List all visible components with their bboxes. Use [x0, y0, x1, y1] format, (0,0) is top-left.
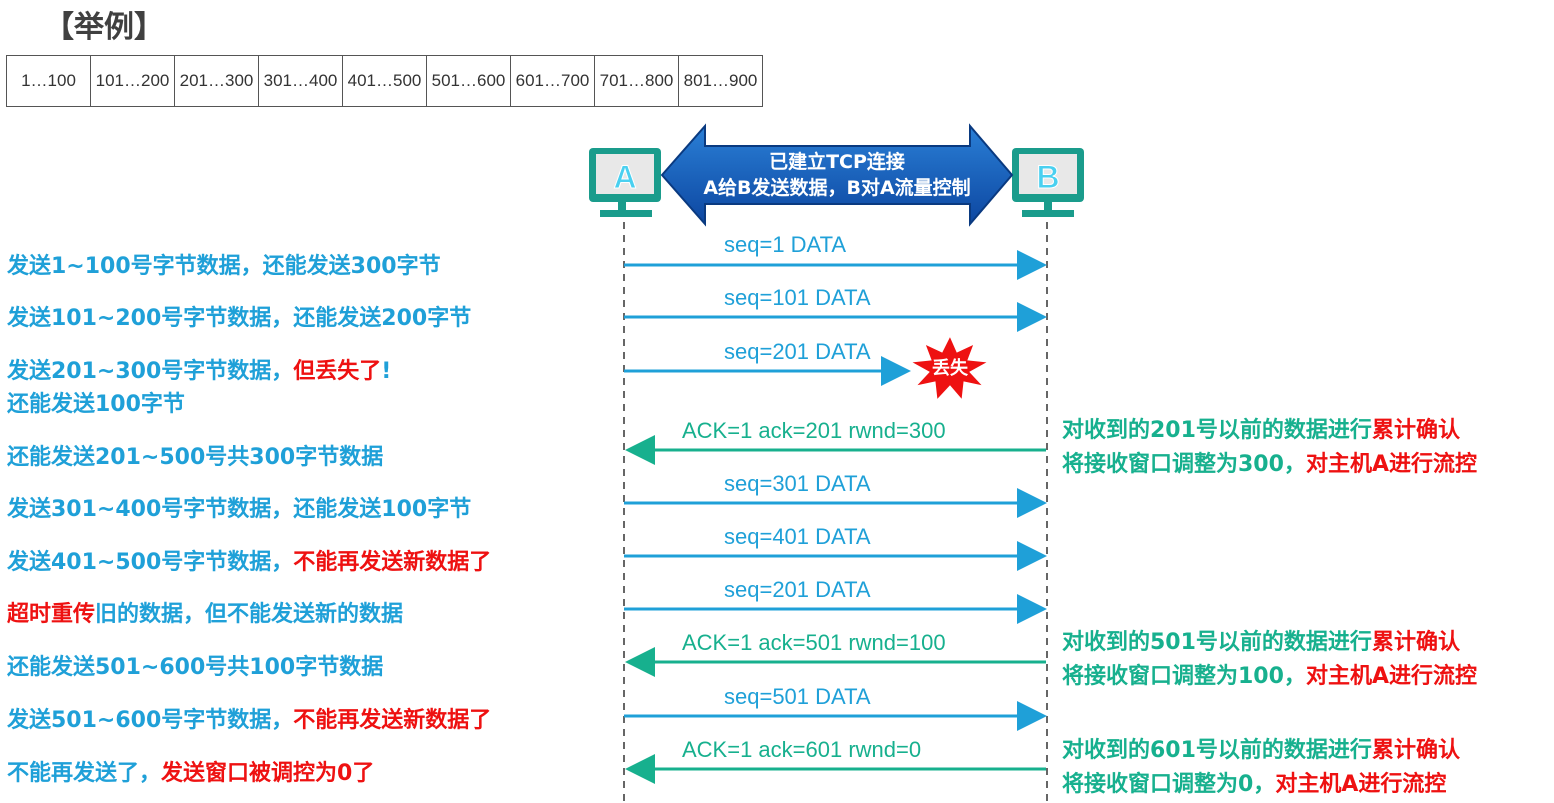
host-a-label: A	[613, 159, 636, 195]
left-note-6: 发送301~400号字节数据，还能发送100字节	[7, 491, 471, 523]
note-highlight: 累计确认	[1371, 738, 1460, 763]
byte-cell: 1…100	[7, 56, 91, 106]
note-highlight: 不能再发送新数据了	[293, 708, 492, 733]
msg-label-4: seq=301 DATA	[724, 471, 871, 496]
connection-line1: 已建立TCP连接	[769, 150, 905, 173]
note-highlight: 对主机A进行流控	[1305, 664, 1477, 689]
left-note-2: 发送101~200号字节数据，还能发送200字节	[7, 300, 471, 332]
left-note-8: 超时重传旧的数据，但不能发送新的数据	[7, 596, 403, 628]
note-text: 发送301~400号字节数据，还能发送100字节	[7, 497, 472, 522]
ack-label-2: ACK=1 ack=501 rwnd=100	[682, 630, 946, 655]
msg-label-6: seq=201 DATA	[724, 577, 871, 602]
msg-label-1: seq=1 DATA	[724, 232, 847, 257]
note-text: 还能发送100字节	[7, 392, 185, 417]
note-highlight: 累计确认	[1371, 630, 1460, 655]
ack-label-1: ACK=1 ack=201 rwnd=300	[682, 418, 946, 443]
byte-cell: 201…300	[175, 56, 259, 106]
byte-cell: 801…900	[683, 71, 758, 90]
left-note-7: 发送401~500号字节数据，不能再发送新数据了	[7, 544, 491, 576]
page-title: 【举例】	[44, 10, 164, 45]
note-text: 对收到的201号以前的数据进行	[1062, 418, 1372, 443]
note-highlight: 但丢失了	[293, 359, 382, 384]
note-text: 发送501~600号字节数据，	[7, 708, 294, 733]
note-highlight: 累计确认	[1371, 418, 1460, 443]
ack-label-3: ACK=1 ack=601 rwnd=0	[682, 737, 922, 762]
host-a-computer-icon: A	[589, 148, 661, 217]
byte-cell: 301…400	[259, 56, 343, 106]
note-text: 发送101~200号字节数据，还能发送200字节	[7, 306, 472, 331]
byte-cell: 101…200	[91, 56, 175, 106]
note-text: 发送1~100号字节数据，还能发送300字节	[7, 254, 441, 279]
note-text: 不能再发送了，	[7, 761, 162, 786]
note-highlight: 超时重传	[7, 602, 96, 627]
note-text: 发送401~500号字节数据，	[7, 550, 294, 575]
note-highlight: 对主机A进行流控	[1305, 452, 1477, 477]
note-text: 对收到的601号以前的数据进行	[1062, 738, 1372, 763]
lost-label: 丢失	[932, 357, 969, 379]
note-text: !	[381, 359, 392, 384]
right-note-2: 对收到的501号以前的数据进行累计确认 将接收窗口调整为100，对主机A进行流控	[1062, 626, 1477, 694]
note-text: 将接收窗口调整为100，	[1062, 664, 1306, 689]
left-note-5: 还能发送201~500号共300字节数据	[7, 439, 383, 471]
msg-label-5: seq=401 DATA	[724, 524, 871, 549]
byte-cell: 401…500	[343, 56, 427, 106]
left-note-10: 发送501~600号字节数据，不能再发送新数据了	[7, 702, 491, 734]
msg-label-2: seq=101 DATA	[724, 285, 871, 310]
note-text: 旧的数据，但不能发送新的数据	[95, 602, 404, 627]
right-note-3: 对收到的601号以前的数据进行累计确认 将接收窗口调整为0，对主机A进行流控	[1062, 734, 1460, 802]
msg-label-7: seq=501 DATA	[724, 684, 871, 709]
byte-cell: 701…800	[595, 56, 679, 106]
left-note-11: 不能再发送了，发送窗口被调控为0了	[7, 755, 374, 787]
byte-cell: 601…700	[511, 56, 595, 106]
host-b-label: B	[1036, 159, 1059, 195]
note-text: 将接收窗口调整为0，	[1062, 772, 1276, 797]
host-b-computer-icon: B	[1012, 148, 1084, 217]
note-highlight: 不能再发送新数据了	[293, 550, 492, 575]
note-text: 对收到的501号以前的数据进行	[1062, 630, 1372, 655]
note-text: 还能发送501~600号共100字节数据	[7, 655, 384, 680]
connection-line2: A给B发送数据，B对A流量控制	[703, 176, 970, 199]
byte-cell: 501…600	[427, 56, 511, 106]
note-text: 将接收窗口调整为300，	[1062, 452, 1306, 477]
left-note-3: 发送201~300号字节数据，但丢失了!	[7, 353, 391, 385]
byte-range-table: 1…100 101…200 201…300 301…400 401…500 50…	[6, 55, 763, 107]
left-note-1: 发送1~100号字节数据，还能发送300字节	[7, 248, 441, 280]
note-highlight: 对主机A进行流控	[1275, 772, 1447, 797]
left-note-9: 还能发送501~600号共100字节数据	[7, 649, 383, 681]
connection-double-arrow	[660, 123, 1014, 227]
msg-label-3: seq=201 DATA	[724, 339, 871, 364]
left-note-4: 还能发送100字节	[7, 386, 185, 418]
right-note-1: 对收到的201号以前的数据进行累计确认 将接收窗口调整为300，对主机A进行流控	[1062, 414, 1477, 482]
lost-burst-icon: 丢失	[909, 334, 990, 402]
note-text: 还能发送201~500号共300字节数据	[7, 445, 384, 470]
note-text: 发送201~300号字节数据，	[7, 359, 294, 384]
note-highlight: 发送窗口被调控为0了	[161, 761, 375, 786]
